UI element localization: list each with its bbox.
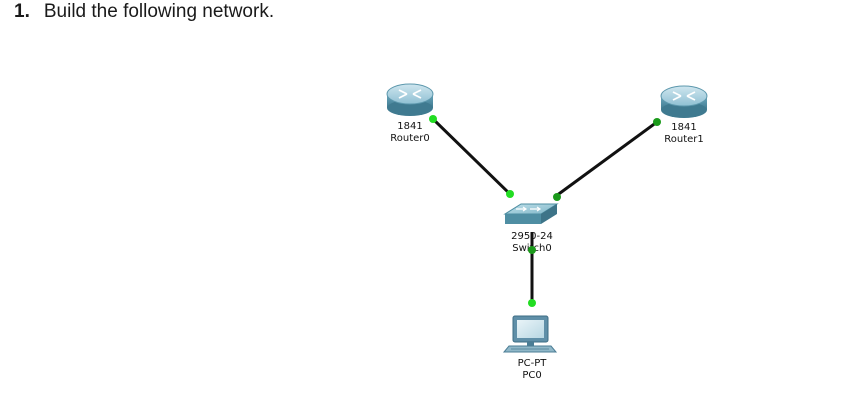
links xyxy=(431,117,658,304)
port-status-router0-link xyxy=(429,115,437,123)
instruction-heading: 1. Build the following network. xyxy=(14,1,274,23)
router-icon xyxy=(386,83,434,116)
router1-name: Router1 xyxy=(664,134,704,145)
device-router1[interactable]: 1841 Router1 xyxy=(660,85,708,145)
router-icon xyxy=(660,85,708,118)
router1-model: 1841 xyxy=(671,122,696,133)
pc0-model: PC-PT xyxy=(518,358,548,369)
link-router1-switch0[interactable] xyxy=(555,120,658,198)
instruction-text: Build the following network. xyxy=(43,1,275,22)
pc0-name: PC0 xyxy=(522,370,541,381)
instruction-number: 1. xyxy=(14,1,30,22)
port-status-pc0-link xyxy=(528,299,536,307)
port-status-switch0-pc0-link xyxy=(528,246,536,254)
switch-icon xyxy=(503,203,559,224)
device-router0[interactable]: 1841 Router0 xyxy=(386,83,434,144)
router0-model: 1841 xyxy=(397,121,422,132)
switch0-model: 2950-24 xyxy=(511,231,553,242)
device-pc0[interactable]: PC-PT PC0 xyxy=(502,315,558,381)
port-status-router1-link xyxy=(653,118,661,126)
port-status-switch0-router1-link xyxy=(553,193,561,201)
router0-name: Router0 xyxy=(390,133,430,144)
port-status-switch0-router0-link xyxy=(506,190,514,198)
link-router0-switch0[interactable] xyxy=(431,117,514,198)
port-lights xyxy=(429,115,661,307)
pc-icon xyxy=(502,315,558,353)
